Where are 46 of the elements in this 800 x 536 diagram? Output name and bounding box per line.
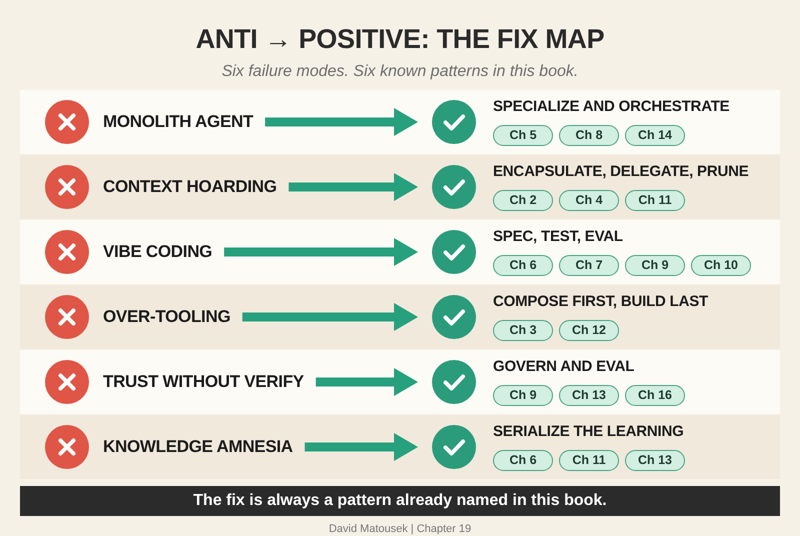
pattern-heading: COMPOSE FIRST, BUILD LAST <box>493 292 708 312</box>
anti-pattern-label: VIBE CODING <box>103 241 212 263</box>
pattern-heading: SERIALIZE THE LEARNING <box>493 422 684 442</box>
anti-pattern-label: OVER-TOOLING <box>103 306 230 328</box>
chapter-tag: Ch 9 <box>625 255 685 276</box>
anti-pattern-label: TRUST WITHOUT VERIFY <box>103 371 304 393</box>
row-band <box>20 90 780 154</box>
arrow <box>242 303 418 331</box>
chapter-tag: Ch 11 <box>625 190 685 211</box>
chapter-tag: Ch 5 <box>493 125 553 146</box>
title: ANTI → POSITIVE: THE FIX MAP <box>196 23 604 55</box>
chapter-tag: Ch 3 <box>493 320 553 341</box>
chapter-tag: Ch 7 <box>559 255 619 276</box>
chapter-tag: Ch 9 <box>493 385 553 406</box>
chapter-tag: Ch 2 <box>493 190 553 211</box>
arrow <box>316 368 418 396</box>
row-band <box>20 350 780 414</box>
anti-pattern-label: MONOLITH AGENT <box>103 111 254 133</box>
chapter-tag: Ch 12 <box>559 320 619 341</box>
chapter-tag: Ch 10 <box>691 255 751 276</box>
pattern-heading: SPEC, TEST, EVAL <box>493 227 623 247</box>
chapter-tag: Ch 6 <box>493 255 553 276</box>
row-band <box>20 220 780 284</box>
subtitle: Six failure modes. Six known patterns in this book. <box>222 62 578 82</box>
summary-banner: The fix is always a pattern already named in this book. <box>20 486 780 516</box>
anti-pattern-label: CONTEXT HOARDING <box>103 176 277 198</box>
row-band <box>20 155 780 219</box>
arrow <box>288 173 418 201</box>
chapter-tag: Ch 11 <box>559 450 619 471</box>
chapter-tag: Ch 14 <box>625 125 685 146</box>
chapter-tag: Ch 6 <box>493 450 553 471</box>
pattern-heading: GOVERN AND EVAL <box>493 357 634 377</box>
chapter-tag: Ch 13 <box>559 385 619 406</box>
pattern-heading: SPECIALIZE AND ORCHESTRATE <box>493 97 730 117</box>
chapter-tag: Ch 8 <box>559 125 619 146</box>
row-band <box>20 285 780 349</box>
chapter-tag: Ch 13 <box>625 450 685 471</box>
chapter-tag: Ch 4 <box>559 190 619 211</box>
anti-pattern-label: KNOWLEDGE AMNESIA <box>103 436 293 458</box>
arrow <box>224 238 418 266</box>
arrow <box>304 433 418 461</box>
arrow <box>265 108 418 136</box>
chapter-tag: Ch 16 <box>625 385 685 406</box>
pattern-heading: ENCAPSULATE, DELEGATE, PRUNE <box>493 162 749 182</box>
row-band <box>20 415 780 479</box>
byline: David Matousek | Chapter 19 <box>328 522 472 536</box>
